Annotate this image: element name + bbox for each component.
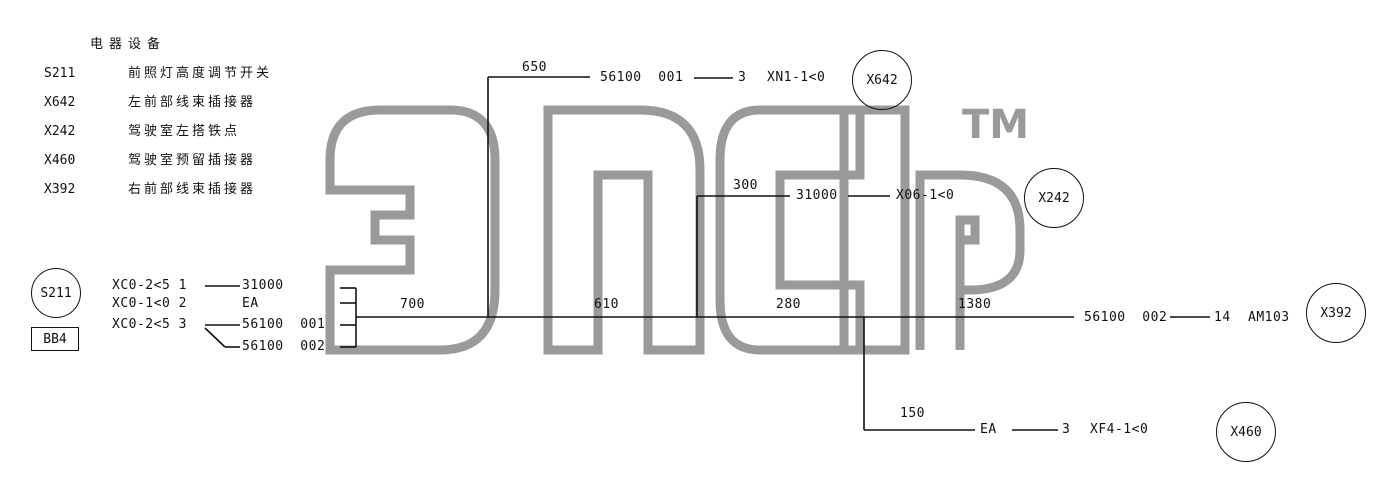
- segment-length: 300: [733, 178, 758, 193]
- segment-length: 700: [400, 297, 425, 312]
- source-wire: 31000: [242, 278, 284, 293]
- legend-desc: 前照灯高度调节开关: [128, 66, 273, 81]
- source-wire: EA: [242, 296, 259, 311]
- legend-code: X460: [44, 153, 76, 168]
- legend-title: 电器设备: [90, 37, 167, 52]
- legend-code: S211: [44, 66, 76, 81]
- branch-connector: XN1-1<0: [767, 70, 826, 85]
- legend-code: X642: [44, 95, 76, 110]
- watermark-tm: TM: [962, 102, 1030, 148]
- source-pin: XC0-2<5 1: [112, 278, 187, 293]
- source-pin: XC0-1<0 2: [112, 296, 187, 311]
- branch-connector: X06-1<0: [896, 188, 955, 203]
- legend-desc: 驾驶室左搭铁点: [128, 124, 241, 139]
- segment-length: 650: [522, 60, 547, 75]
- legend-code: X392: [44, 182, 76, 197]
- branch-connector: AM103: [1248, 310, 1290, 325]
- segment-length: 280: [776, 297, 801, 312]
- branch-wire: 31000: [796, 188, 838, 203]
- branch-connector: XF4-1<0: [1090, 422, 1149, 437]
- branch-pin: 14: [1214, 310, 1231, 325]
- device-s211: S211: [31, 268, 81, 318]
- device-x460: X460: [1216, 402, 1276, 462]
- legend-code: X242: [44, 124, 76, 139]
- watermark-logo: [325, 105, 1025, 355]
- branch-wire: 56100 001: [600, 70, 684, 85]
- device-bb4: BB4: [31, 327, 79, 351]
- source-wire: 56100 001: [242, 317, 326, 332]
- device-x642: X642: [852, 50, 912, 110]
- source-pin: XC0-2<5 3: [112, 317, 187, 332]
- device-x392: X392: [1306, 283, 1366, 343]
- branch-pin: 3: [738, 70, 747, 85]
- segment-length: 1380: [958, 297, 992, 312]
- segment-length: 610: [594, 297, 619, 312]
- device-x242: X242: [1024, 168, 1084, 228]
- legend-desc: 右前部线束插接器: [128, 182, 257, 197]
- segment-length: 150: [900, 406, 925, 421]
- source-wire: 56100 002: [242, 339, 326, 354]
- branch-wire: EA: [980, 422, 997, 437]
- branch-pin: 3: [1062, 422, 1071, 437]
- branch-wire: 56100 002: [1084, 310, 1168, 325]
- legend-desc: 左前部线束插接器: [128, 95, 257, 110]
- legend-desc: 驾驶室预留插接器: [128, 153, 257, 168]
